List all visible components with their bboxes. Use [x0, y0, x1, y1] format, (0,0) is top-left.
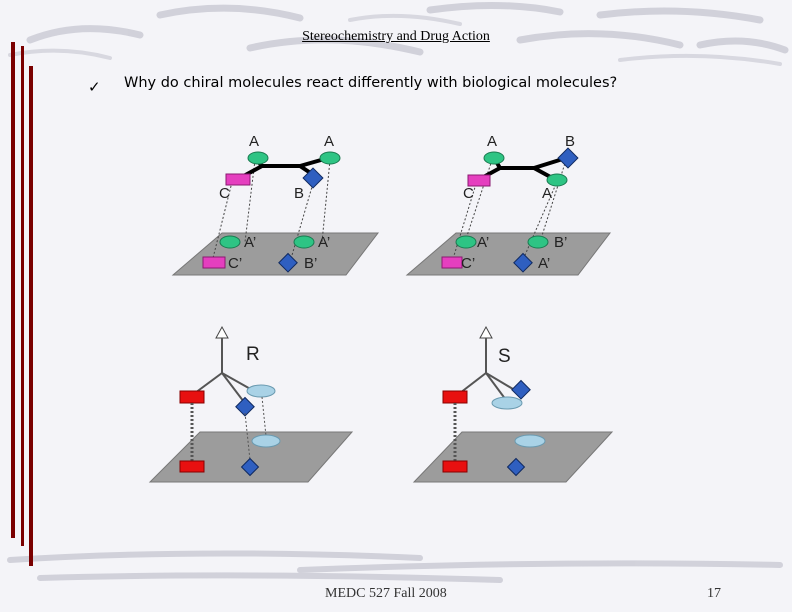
- site-c-marker: [202, 256, 226, 269]
- site-a-marker: [219, 235, 241, 249]
- lightblue-group-marker: [491, 396, 523, 410]
- red-site-marker: [442, 460, 468, 473]
- group-c-marker: [225, 173, 251, 186]
- checkmark-icon: ✓: [88, 79, 101, 96]
- configuration-label-s: S: [498, 346, 511, 367]
- up-arrow-icon: [479, 325, 493, 339]
- lightblue-site-marker: [251, 434, 281, 448]
- group-b-marker: [557, 147, 579, 169]
- bullet-question: Why do chiral molecules react differentl…: [124, 75, 618, 91]
- group-a-marker: [247, 151, 269, 165]
- site-label: C’: [461, 255, 475, 272]
- site-label: A’: [477, 234, 489, 251]
- slide-title: Stereochemistry and Drug Action: [302, 29, 490, 44]
- molecule-label: C: [463, 185, 474, 202]
- lightblue-site-marker: [514, 434, 546, 448]
- site-label: B’: [304, 255, 317, 272]
- up-arrow-icon: [215, 325, 229, 339]
- course-footer: MEDC 527 Fall 2008: [325, 586, 447, 601]
- site-b-marker: [527, 235, 549, 249]
- top-left-panel: A A C B A’ A’ C’ B’: [171, 133, 380, 276]
- top-right-panel: A B C A A’ B’ C’ A’: [405, 133, 612, 276]
- bottom-left-panel: R: [148, 325, 354, 483]
- molecule-label: A: [249, 133, 259, 150]
- group-a-marker: [483, 151, 505, 165]
- molecule-label: A: [542, 185, 552, 202]
- molecule-label: A: [324, 133, 334, 150]
- page-number: 17: [707, 586, 721, 601]
- red-group-marker: [442, 390, 468, 404]
- site-label: C’: [228, 255, 242, 272]
- blue-group-marker: [511, 379, 531, 400]
- left-bar: [11, 42, 15, 538]
- group-c-marker: [467, 174, 491, 187]
- blue-group-marker: [235, 396, 255, 417]
- group-a-marker: [546, 173, 568, 187]
- site-label: A’: [244, 234, 256, 251]
- molecule-label: B: [294, 185, 304, 202]
- blue-site-marker: [240, 457, 260, 477]
- red-group-marker: [179, 390, 205, 404]
- left-bar: [21, 46, 24, 546]
- site-b-marker: [278, 252, 298, 273]
- configuration-label-r: R: [246, 344, 260, 365]
- molecule-label: A: [487, 133, 497, 150]
- receptor-slab: [405, 232, 612, 276]
- red-site-marker: [179, 460, 205, 473]
- lightblue-group-marker: [246, 384, 276, 398]
- site-a-marker: [293, 235, 315, 249]
- site-c-marker: [441, 256, 463, 269]
- group-b-marker: [302, 167, 324, 189]
- site-label: A’: [538, 255, 550, 272]
- molecule-label: C: [219, 185, 230, 202]
- blue-site-marker: [506, 457, 526, 477]
- receptor-slab: [171, 232, 380, 276]
- molecule-label: B: [565, 133, 575, 150]
- site-a-marker: [513, 252, 533, 273]
- left-bar: [29, 66, 33, 566]
- site-a-marker: [455, 235, 477, 249]
- site-label: B’: [554, 234, 567, 251]
- receptor-slab: [412, 431, 614, 483]
- group-a-marker: [319, 151, 341, 165]
- site-label: A’: [318, 234, 330, 251]
- bottom-right-panel: S: [412, 325, 614, 483]
